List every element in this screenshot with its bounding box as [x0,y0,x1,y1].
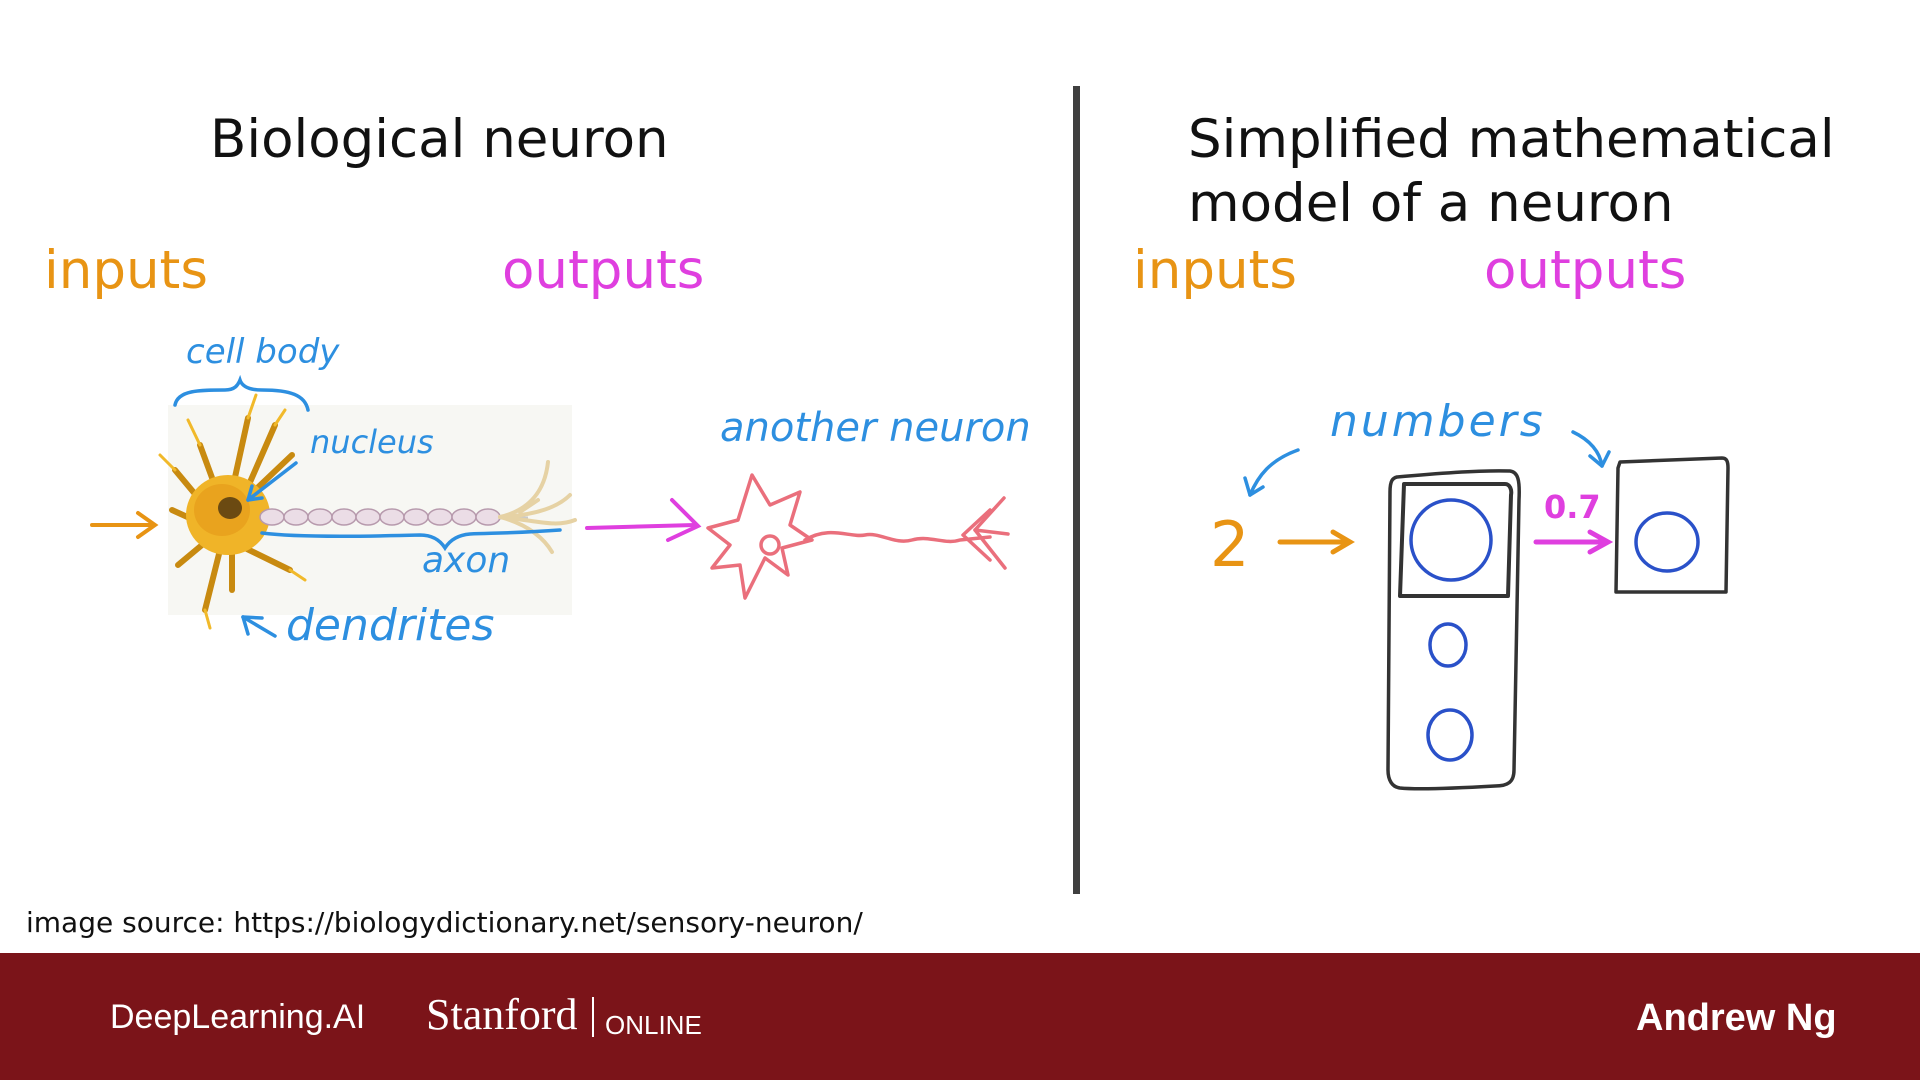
stanford-logo: Stanford [426,990,578,1039]
left-outputs-label: outputs [502,240,705,301]
panel-divider [1073,86,1080,894]
right-title-line1: Simplified mathematical [1188,109,1835,170]
left-inputs-label: inputs [44,240,208,301]
right-output-arrow [1533,529,1614,555]
neuron-unit-box [1398,482,1514,598]
presenter-name: Andrew Ng [1636,997,1837,1039]
right-outputs-label: outputs [1484,240,1687,301]
nucleus-arrow [246,461,298,502]
left-input-arrow [90,511,159,539]
right-input-arrow [1277,529,1355,555]
dendrites-arrow [241,615,277,638]
another-neuron-annotation: another neuron [720,405,1031,451]
online-label: ONLINE [605,1010,702,1040]
nucleus-annotation: nucleus [310,423,434,461]
output-value: 0.7 [1544,488,1601,526]
right-title-line2: model of a neuron [1188,173,1674,234]
footer-bar: DeepLearning.AI Stanford ONLINE Andrew N… [0,953,1920,1080]
another-neuron-sketch [706,473,1010,600]
left-output-arrow [585,498,702,542]
dendrites-annotation: dendrites [286,600,495,651]
axon [259,460,577,554]
neuron-circle-3 [1426,708,1474,762]
neuron-circle-2 [1428,622,1468,668]
output-circle [1634,511,1700,573]
neuron-circle-1 [1409,498,1493,582]
axon-bracket [260,528,562,552]
deeplearning-logo-text: DeepLearning.AI [110,998,366,1036]
right-inputs-label: inputs [1133,240,1297,301]
left-title: Biological neuron [210,109,669,170]
numbers-arrow-left [1248,448,1300,497]
axon-annotation: axon [422,540,511,581]
layer-box [1386,469,1521,791]
output-box [1614,456,1730,594]
image-source-caption: image source: https://biologydictionary.… [26,906,863,939]
cell-body-annotation: cell body [186,332,340,372]
input-value: 2 [1210,508,1250,581]
diagram-artwork [90,374,1730,791]
cell-body-brace [173,374,310,412]
numbers-annotation: numbers [1330,396,1546,447]
numbers-arrow-right [1571,430,1604,468]
stanford-separator [592,997,594,1037]
